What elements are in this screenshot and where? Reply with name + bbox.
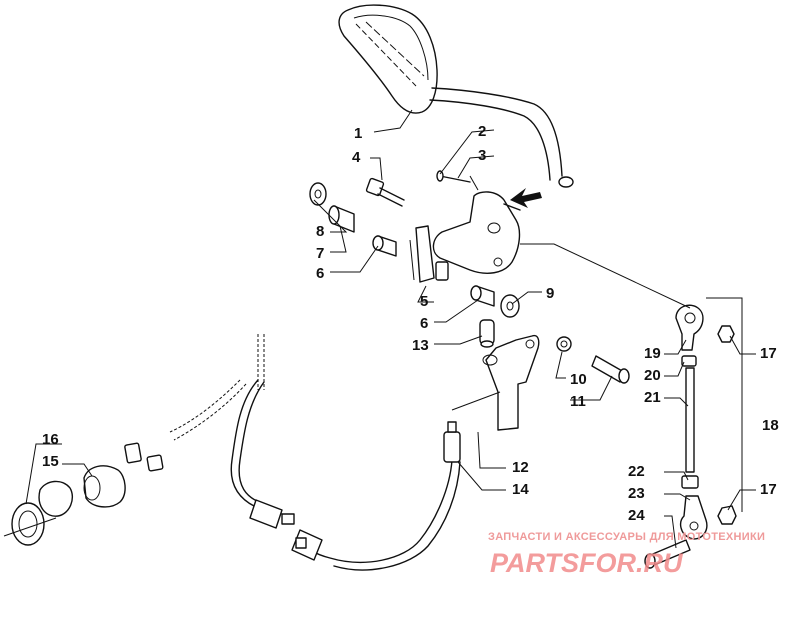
callout-1: 1: [354, 125, 362, 142]
shift-rod: [685, 367, 695, 473]
wire-harness: [124, 334, 461, 571]
callout-23: 23: [628, 485, 645, 502]
callout-8: 8: [316, 223, 324, 240]
ball-joint-lower: [679, 495, 708, 540]
leader-lines: [25, 109, 756, 549]
callout-3: 3: [478, 147, 486, 164]
bolt: [365, 177, 405, 207]
callout-19: 19: [644, 345, 661, 362]
nut-17a: [717, 325, 735, 343]
shift-arm: [409, 225, 449, 283]
pivot-bracket: [432, 191, 521, 274]
callout-13: 13: [412, 337, 429, 354]
callout-14: 14: [512, 481, 529, 498]
callout-12: 12: [512, 459, 529, 476]
ball-joint-upper: [675, 304, 704, 351]
callout-6b: 6: [420, 315, 428, 332]
watermark-tagline: ЗАПЧАСТИ И АКСЕССУАРЫ ДЛЯ МОТОТЕХНИКИ: [488, 531, 765, 543]
callout-6a: 6: [316, 265, 324, 282]
callout-24: 24: [628, 507, 645, 524]
callout-20: 20: [644, 367, 661, 384]
bolt-24: [644, 539, 691, 569]
bolt-11: [591, 355, 630, 384]
callout-17a: 17: [760, 345, 777, 362]
ignition-switch: [3, 465, 126, 546]
callout-9: 9: [546, 285, 554, 302]
watermark-logo: PARTSFOR.RU: [490, 548, 684, 578]
callout-5: 5: [420, 293, 428, 310]
callout-17b: 17: [760, 481, 777, 498]
callout-15: 15: [42, 453, 59, 470]
washer-8: [309, 182, 327, 206]
lock-washer: [556, 336, 572, 352]
clevis-pin: [436, 170, 479, 191]
callout-11: 11: [570, 393, 586, 410]
callout-22: 22: [628, 463, 645, 480]
callout-21: 21: [644, 389, 661, 406]
callout-7: 7: [316, 245, 324, 262]
callout-4: 4: [352, 149, 361, 166]
reverse-switch: [479, 319, 495, 348]
bushing-6a: [372, 235, 397, 257]
callout-2: 2: [478, 123, 486, 140]
watermark: ЗАПЧАСТИ И АКСЕССУАРЫ ДЛЯ МОТОТЕХНИКИ PA…: [488, 531, 765, 578]
washer-9: [500, 294, 520, 318]
nut-22: [681, 475, 699, 489]
nut-20: [681, 355, 697, 367]
bushing-6b: [470, 285, 495, 307]
callout-10: 10: [570, 371, 587, 388]
callout-16: 16: [42, 431, 59, 448]
direction-arrow: [510, 188, 542, 208]
bracket-18: [706, 297, 743, 512]
callout-18: 18: [762, 417, 779, 434]
switch-bracket: [482, 334, 540, 431]
callouts: 1 2 3 4 8 7 6 5 6 9 13 10 11 12 14 16 15…: [42, 123, 779, 524]
nut-17b: [717, 505, 737, 525]
shift-lever-handle: [338, 4, 574, 188]
